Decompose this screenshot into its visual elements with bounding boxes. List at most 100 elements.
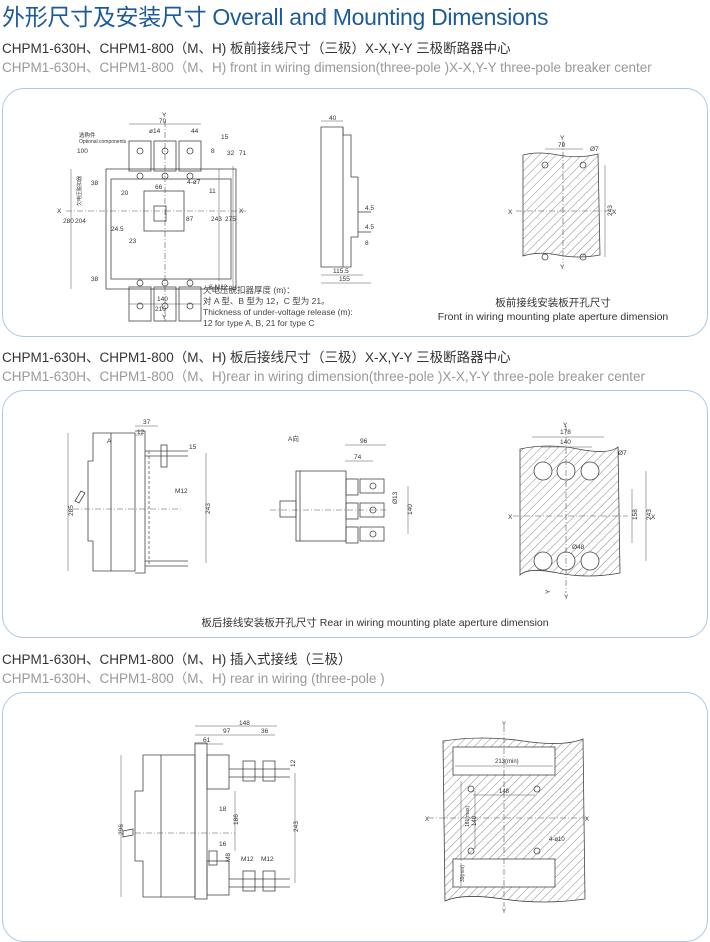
dimension-label: 70 bbox=[558, 142, 566, 149]
dimension-label: 71 bbox=[239, 150, 247, 157]
rear-wiring-panel: A 37 12 15 M12 285 243 A向 96 74 Ø13 140 bbox=[2, 390, 708, 638]
dimension-label: X bbox=[425, 817, 429, 823]
dimension-label: 12 bbox=[290, 759, 297, 767]
dimension-label: 243 bbox=[646, 509, 653, 520]
dimension-label: 38 bbox=[91, 180, 99, 187]
section3-heading-cn: CHPM1-630H、CHPM1-800（M、H) 插入式接线（三极） bbox=[2, 652, 352, 667]
dimension-label: 285 bbox=[68, 505, 75, 516]
dimension-label: 16 bbox=[219, 841, 227, 848]
dimension-label: Y bbox=[545, 589, 552, 594]
dimension-label: 275 bbox=[225, 216, 236, 223]
section3-heading-en: CHPM1-630H、CHPM1-800（M、H) rear in wiring… bbox=[2, 671, 385, 686]
dimension-label: 8 bbox=[365, 240, 369, 247]
page-title: 外形尺寸及安装尺寸 Overall and Mounting Dimension… bbox=[2, 4, 549, 30]
dimension-label: 213(min) bbox=[495, 759, 519, 765]
dimension-label: 140 bbox=[157, 296, 168, 303]
dimension-label: X bbox=[508, 209, 513, 216]
plug-in-plate-drawing: Y 213(min) 148 X X 161(max) 140 4-ø10 39… bbox=[425, 722, 589, 915]
rear-side-view-drawing: A 37 12 15 M12 285 243 bbox=[67, 419, 212, 574]
section2-heading-cn: CHPM1-630H、CHPM1-800（M、H) 板后接线尺寸（三极）X-X,… bbox=[2, 350, 511, 365]
dimension-label: 4-ø7 bbox=[187, 179, 201, 186]
front-view-drawing: Y 70 ø14 44 15 32 71 8 100 X 280 204 38 … bbox=[57, 112, 247, 322]
dimension-label: 243 bbox=[293, 821, 300, 832]
dimension-label: 12 for type A, B, 21 for type C bbox=[203, 318, 315, 328]
dimension-label: M12 bbox=[175, 488, 188, 495]
dimension-label: 243 bbox=[607, 205, 614, 216]
dimension-label: 204 bbox=[75, 218, 86, 225]
rear-plate-drawing: Y 178 140 Ø7 X X 158 243 Ø48 Y Y bbox=[508, 422, 656, 601]
rear-top-view-drawing: A向 96 74 Ø13 140 bbox=[270, 434, 414, 544]
dimension-label: 140 bbox=[560, 439, 571, 446]
dimension-label: 板前接线安装板开孔尺寸 bbox=[495, 297, 611, 309]
plug-in-side-view-drawing: 148 97 36 61 12 296 18 186 243 16 M8 M12… bbox=[118, 720, 300, 900]
dimension-label: 4-ø10 bbox=[549, 837, 565, 843]
dimension-label: 欠电压脱扣器厚度 (m)： bbox=[203, 285, 295, 295]
dimension-label: 186 bbox=[233, 814, 240, 825]
section1-heading-cn: CHPM1-630H、CHPM1-800（M、H) 板前接线尺寸（三极）X-X,… bbox=[2, 41, 511, 56]
optional-components-label-cn: 选购件 bbox=[79, 131, 96, 139]
dimension-label: 87 bbox=[186, 216, 194, 223]
plug-in-wiring-panel: 148 97 36 61 12 296 18 186 243 16 M8 M12… bbox=[2, 692, 708, 942]
dimension-label: ø14 bbox=[149, 128, 161, 135]
dimension-label: 36 bbox=[261, 728, 269, 735]
dimension-label: 15 bbox=[189, 444, 197, 451]
dimension-label: M12 bbox=[241, 856, 254, 863]
front-plate-drawing: Y 70 Ø7 X X 243 Y bbox=[508, 135, 617, 271]
dimension-label: Thickness of under-voltage release (m): bbox=[203, 307, 353, 317]
front-plate-caption: 板前接线安装板开孔尺寸 Front in wiring mounting pla… bbox=[423, 296, 683, 324]
dimension-label: M12 bbox=[261, 856, 274, 863]
dimension-label: 4.5 bbox=[365, 224, 374, 231]
dimension-label: 4.5 bbox=[365, 205, 374, 212]
dimension-label: 8 bbox=[211, 148, 215, 155]
optional-components-label-en: Optional components bbox=[79, 139, 127, 145]
dimension-label: 280 bbox=[63, 218, 74, 225]
dimension-label: 115.5 bbox=[333, 268, 349, 275]
rear-plate-caption: 板后接线安装板开孔尺寸 Rear in wiring mounting plat… bbox=[201, 617, 549, 629]
dimension-label: 210 bbox=[155, 306, 166, 313]
dimension-label: Front in wiring mounting plate aperture … bbox=[437, 311, 669, 323]
dimension-label: 148 bbox=[239, 720, 250, 727]
dimension-label: X bbox=[508, 514, 513, 521]
dimension-label: Y bbox=[560, 135, 565, 142]
dimension-label: Y bbox=[564, 594, 569, 601]
dimension-label: 37 bbox=[143, 419, 151, 426]
dimension-label: 70 bbox=[159, 118, 167, 125]
dimension-label: Ø7 bbox=[618, 450, 627, 457]
dimension-label: Y bbox=[502, 909, 506, 915]
dimension-label: 38 bbox=[91, 276, 99, 283]
dimension-label: 100 bbox=[77, 148, 88, 155]
dimension-label: 148 bbox=[499, 789, 510, 795]
dimension-label: Ø48 bbox=[572, 544, 585, 551]
dimension-label: Y bbox=[162, 112, 167, 119]
dimension-label: A bbox=[107, 438, 112, 445]
dimension-label: 32 bbox=[227, 150, 235, 157]
dimension-label: 66 bbox=[155, 184, 163, 191]
dimension-label: Ø7 bbox=[590, 146, 599, 153]
dimension-label: M8 bbox=[225, 853, 232, 862]
uvr-thickness-note: 欠电压脱扣器厚度 (m)： 对 A 型、B 型为 12，C 型为 21。 Thi… bbox=[203, 285, 353, 329]
dimension-label: 15 bbox=[221, 134, 229, 141]
dimension-label: Y bbox=[563, 422, 568, 429]
dimension-label: 140 bbox=[407, 504, 414, 515]
dimension-label: 12 bbox=[137, 429, 145, 436]
section1-heading-en: CHPM1-630H、CHPM1-800（M、H) front in wirin… bbox=[2, 60, 652, 75]
dimension-label: 74 bbox=[354, 454, 362, 461]
dimension-label: 39(min) bbox=[460, 865, 466, 882]
dimension-label: X bbox=[239, 208, 244, 215]
dimension-label: 243 bbox=[211, 216, 222, 223]
dimension-label: X bbox=[585, 817, 589, 823]
dimension-label: Y bbox=[502, 722, 506, 728]
dimension-label: 296 bbox=[118, 824, 125, 835]
dimension-label: 欠电压脱扣器 bbox=[76, 176, 83, 206]
dimension-label: 158 bbox=[632, 509, 639, 520]
dimension-label: 155 bbox=[339, 276, 350, 283]
dimension-label: Y bbox=[560, 264, 565, 271]
dimension-label: 23 bbox=[129, 238, 137, 245]
dimension-label: 18 bbox=[219, 806, 227, 813]
dimension-label: A向 bbox=[288, 434, 299, 443]
section2-heading-en: CHPM1-630H、CHPM1-800（M、H)rear in wiring … bbox=[2, 369, 645, 384]
dimension-label: 6-M12 bbox=[209, 284, 228, 291]
dimension-label: Y bbox=[162, 314, 167, 321]
dimension-label: 61 bbox=[203, 737, 211, 744]
dimension-label: X bbox=[651, 514, 656, 521]
